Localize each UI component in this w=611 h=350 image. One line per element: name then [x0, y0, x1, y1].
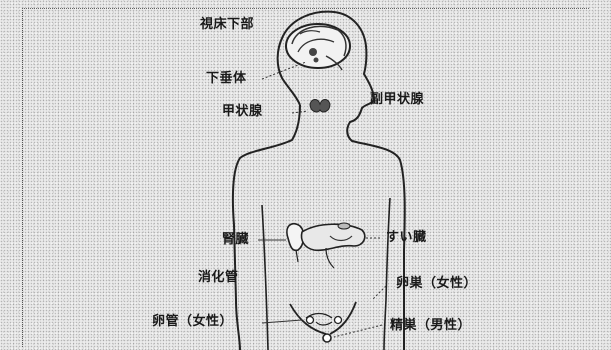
label-pituitary: 下垂体	[206, 71, 247, 87]
label-digestive: 消化管	[198, 270, 239, 286]
label-thyroid: 甲状腺	[222, 104, 263, 120]
kidneys-pancreas	[287, 223, 365, 268]
label-hypothalamus: 視床下部	[200, 17, 254, 33]
label-pancreas: すい臓	[386, 230, 427, 246]
label-testis: 精巣（男性）	[390, 318, 471, 334]
arm-line-left	[262, 205, 268, 350]
label-ovary: 卵巣（女性）	[396, 276, 477, 292]
label-parathyroid: 副甲状腺	[370, 92, 424, 108]
brain	[286, 24, 350, 70]
pelvic-organs	[290, 302, 356, 342]
label-oviduct: 卵管（女性）	[152, 314, 233, 330]
thyroid-gland	[310, 100, 330, 113]
label-adrenal: 腎臓	[222, 232, 249, 248]
